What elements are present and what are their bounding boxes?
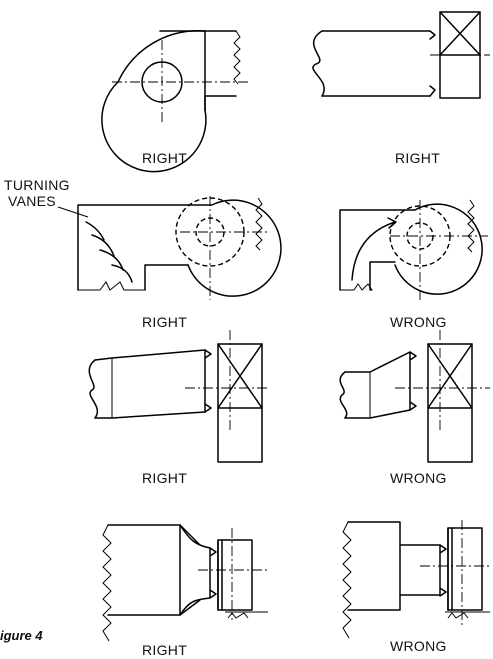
panel-g-drawing <box>102 524 270 642</box>
duct-break-end <box>339 371 348 419</box>
elbow-duct <box>77 204 189 291</box>
centerline <box>198 528 270 620</box>
elbow-duct <box>339 209 396 291</box>
panel-a-label: RIGHT <box>142 150 188 166</box>
base-break <box>445 611 490 619</box>
panel-g-label: RIGHT <box>142 642 188 658</box>
panel-h-label: WRONG <box>390 638 447 654</box>
panel-e-label: RIGHT <box>142 470 188 486</box>
panel-a-drawing <box>101 29 248 173</box>
break-line <box>233 30 241 85</box>
flex-connector <box>409 351 417 411</box>
flex-connector <box>439 544 447 597</box>
panel-b-drawing <box>312 11 490 99</box>
panel-f-drawing <box>339 330 490 463</box>
duct-break-end <box>312 30 325 97</box>
fan-box <box>427 343 473 463</box>
rect-duct <box>347 521 401 611</box>
figure-caption: igure 4 <box>0 628 43 643</box>
duct-break-end <box>88 359 98 419</box>
panel-e-drawing <box>88 330 270 463</box>
rect-duct <box>107 524 201 616</box>
outlet-duct <box>159 30 237 111</box>
fan-box <box>217 343 263 463</box>
vane-2 <box>91 234 115 257</box>
panel-d-drawing <box>339 199 488 300</box>
base-break <box>225 611 268 619</box>
break-line-right <box>467 199 475 253</box>
panel-f-label: WRONG <box>390 470 447 486</box>
centerline <box>180 196 268 300</box>
break-line-left <box>102 524 112 642</box>
fan-housing <box>447 527 483 611</box>
turning-vanes-callout-line2: VANES <box>8 193 56 209</box>
fan-scroll-housing <box>101 29 207 173</box>
transition-taper <box>179 524 211 616</box>
fan-box-x <box>217 343 263 409</box>
panel-c-label: RIGHT <box>142 314 188 330</box>
panel-c-drawing <box>77 196 282 300</box>
centerline <box>395 330 490 432</box>
panel-b-label: RIGHT <box>395 150 441 166</box>
centerline <box>112 40 248 124</box>
panel-h-drawing <box>342 520 492 639</box>
fan-scroll <box>394 203 483 295</box>
fan-box-x <box>439 11 481 56</box>
break-line-right <box>255 197 263 251</box>
vane-3 <box>99 249 124 271</box>
airflow-arrow <box>351 221 396 281</box>
callout-leader <box>57 206 89 218</box>
break-line <box>78 281 145 291</box>
round-duct <box>344 351 411 419</box>
fan-housing <box>217 539 253 611</box>
flex-connector <box>209 547 217 599</box>
vane-1 <box>85 221 105 241</box>
turning-vanes-callout-line1: TURNING <box>4 177 70 193</box>
fan-scroll <box>187 199 282 297</box>
round-duct <box>321 30 431 97</box>
break-line-left <box>342 521 352 639</box>
flex-connector <box>204 349 212 413</box>
flex-connector <box>429 30 436 97</box>
fan-box-x <box>427 343 473 409</box>
fan-flange <box>447 527 453 611</box>
centerline <box>420 520 492 625</box>
centerline <box>185 330 270 432</box>
abrupt-step <box>399 544 441 596</box>
panel-d-label: WRONG <box>390 314 447 330</box>
break-line <box>340 283 373 291</box>
vane-4 <box>111 264 133 283</box>
centerline <box>390 200 488 300</box>
fan-flange <box>217 539 223 611</box>
